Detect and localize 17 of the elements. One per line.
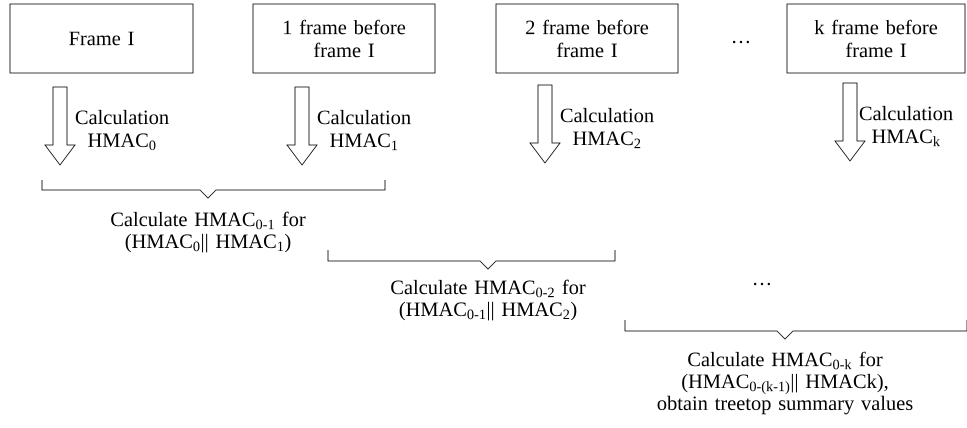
- frame-box: 1 frame before frame I: [252, 4, 436, 74]
- hollow-arrow: [286, 86, 318, 166]
- edge-label: Calculation HMAC$_{k}$: [860, 106, 953, 146]
- ellipsis: …: [732, 40, 750, 44]
- step-text: Calculate HMAC$_{0-2}$ for (HMAC$_{0-1}$|| HMAC$_{2}$): [391, 280, 586, 320]
- edge-label: Calculation HMAC$_{0}$: [76, 110, 169, 150]
- step-text: Calculate HMAC$_{0-1}$ for (HMAC$_{0}$|| HMAC$_{1}$): [111, 212, 306, 252]
- hollow-arrow: [834, 82, 866, 162]
- edge-label: Calculation HMAC$_{2}$: [560, 108, 654, 148]
- frame-box: Frame I: [10, 4, 194, 74]
- hollow-arrow: [529, 84, 561, 164]
- hollow-arrow: [44, 86, 76, 166]
- step-text: Calculate HMAC$_{0-k}$ for (HMAC$_{0-(k-1)}$|| HMACk), obtain treetop summary values: [658, 352, 912, 414]
- frame-box: k frame before frame I: [786, 4, 966, 74]
- frame-box: 2 frame before frame I: [496, 4, 678, 74]
- edge-label: Calculation HMAC$_{1}$: [318, 110, 411, 150]
- ellipsis: …: [754, 282, 770, 286]
